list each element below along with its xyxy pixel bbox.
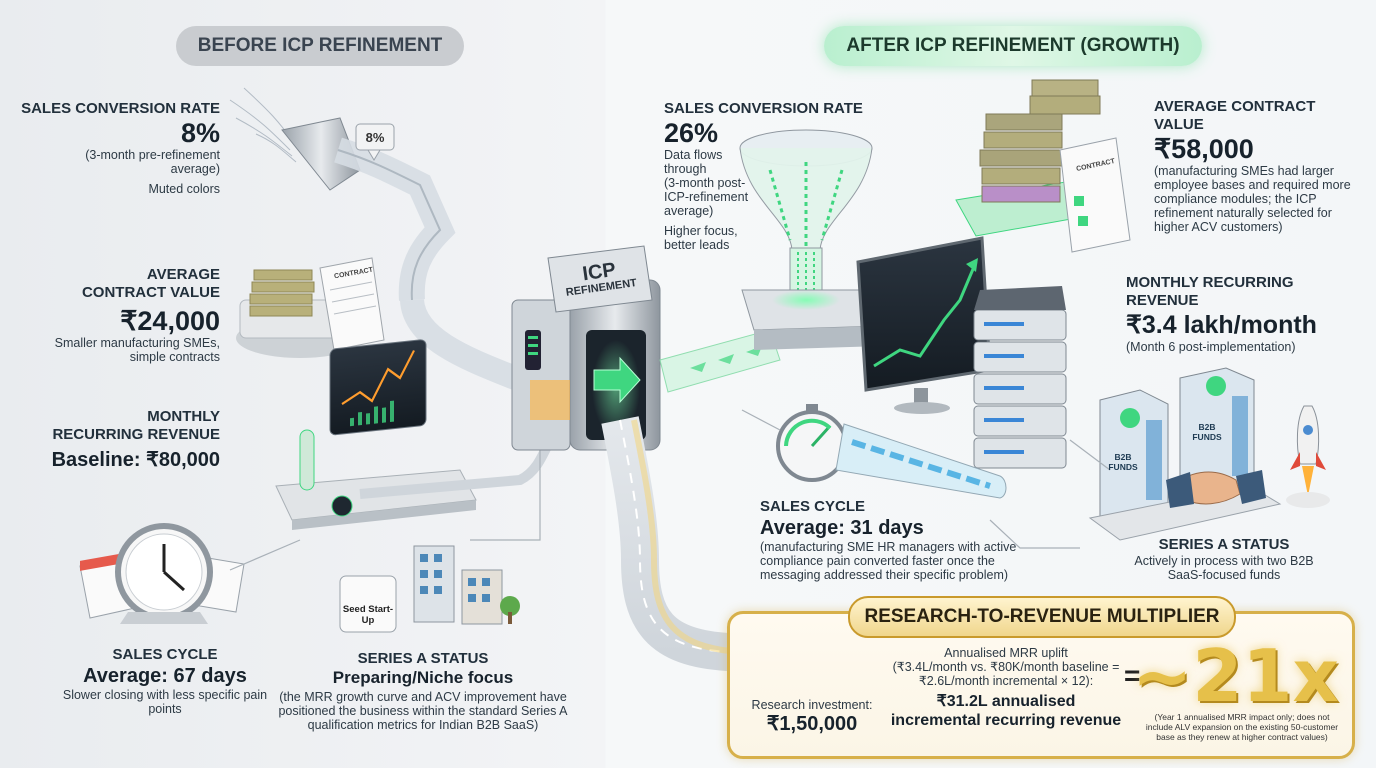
- fund-label-2: B2B FUNDS: [1192, 422, 1222, 442]
- before-mrr: MONTHLY RECURRING REVENUE Baseline: ₹80,…: [20, 408, 220, 472]
- icp-gate-icon: [511, 245, 661, 451]
- after-cycle-label: SALES CYCLE: [760, 498, 866, 515]
- after-conversion-label: SALES CONVERSION RATE: [664, 100, 863, 117]
- after-acv-label: AVERAGE CONTRACT VALUE: [1154, 98, 1316, 133]
- before-acv: AVERAGE CONTRACT VALUE ₹24,000 Smaller m…: [20, 266, 220, 364]
- green-conveyor: [659, 329, 781, 393]
- server-icon: [973, 286, 1067, 469]
- before-header: BEFORE ICP REFINEMENT: [176, 26, 464, 66]
- uplift-value: ₹31.2L annualised incremental recurring …: [890, 693, 1122, 729]
- after-series-note: Actively in process with two B2B SaaS-fo…: [1134, 554, 1314, 582]
- fund-label-1: B2B FUNDS: [1108, 452, 1138, 472]
- before-mrr-label2: RECURRING REVENUE: [52, 426, 220, 443]
- after-acv-value: ₹58,000: [1154, 134, 1254, 164]
- stopwatch-icon: [776, 404, 1007, 499]
- before-cycle-label: SALES CYCLE: [112, 646, 218, 663]
- after-conversion-note2: (3-month post-ICP-refinement average): [664, 176, 749, 218]
- before-acv-label2: CONTRACT VALUE: [81, 284, 220, 301]
- multiplier-title: RESEARCH-TO-REVENUE MULTIPLIER: [848, 596, 1236, 638]
- before-conversion-label: SALES CONVERSION RATE: [21, 100, 220, 117]
- money-stack-right-icon: [955, 79, 1131, 253]
- seed-startup-label: Seed Start-Up: [342, 604, 394, 626]
- equals-sign: =: [1124, 660, 1141, 691]
- investment-block: Research investment: ₹1,50,000: [744, 698, 880, 736]
- before-cycle: SALES CYCLE Average: 67 days Slower clos…: [60, 646, 270, 716]
- after-mrr: MONTHLY RECURRING REVENUE ₹3.4 lakh/mont…: [1126, 274, 1356, 354]
- handshake-icon: [1166, 470, 1266, 508]
- before-series: SERIES A STATUS Preparing/Niche focus (t…: [268, 650, 578, 732]
- funnel-icon: [739, 129, 883, 350]
- investment-label: Research investment:: [751, 698, 873, 712]
- before-conversion: SALES CONVERSION RATE 8% (3-month pre-re…: [20, 100, 220, 196]
- after-mrr-note: (Month 6 post-implementation): [1126, 340, 1296, 354]
- before-mrr-label1: MONTHLY: [147, 408, 220, 425]
- after-header: AFTER ICP REFINEMENT (GROWTH): [824, 26, 1202, 66]
- after-cycle: SALES CYCLE Average: 31 days (manufactur…: [760, 498, 1050, 582]
- after-mrr-value: ₹3.4 lakh/month: [1126, 311, 1317, 339]
- investment-value: ₹1,50,000: [766, 713, 858, 735]
- monitor-chart-icon: [856, 236, 992, 414]
- after-conversion-note1: Data flows through: [664, 148, 723, 176]
- multiplier-result: ~21x: [1132, 634, 1339, 718]
- conversion-bubble-text: 8%: [365, 130, 385, 145]
- fund-building-icon: [1088, 367, 1282, 541]
- building-icon: [339, 545, 520, 633]
- before-cycle-value: Average: 67 days: [83, 665, 247, 687]
- after-series: SERIES A STATUS Actively in process with…: [1124, 536, 1324, 582]
- after-conversion-note3: Higher focus, better leads: [664, 224, 738, 252]
- before-conversion-extra: Muted colors: [148, 182, 220, 196]
- before-acv-note: Smaller manufacturing SMEs, simple contr…: [54, 336, 220, 364]
- uplift-block: Annualised MRR uplift (₹3.4L/month vs. ₹…: [890, 646, 1122, 730]
- rocket-icon: [1286, 405, 1330, 508]
- after-acv: AVERAGE CONTRACT VALUE ₹58,000 (manufact…: [1154, 98, 1364, 234]
- before-acv-label1: AVERAGE: [146, 266, 220, 283]
- after-mrr-label1: MONTHLY RECURRING: [1126, 274, 1294, 291]
- before-cycle-note: Slower closing with less specific pain p…: [62, 688, 268, 716]
- before-series-label: SERIES A STATUS: [357, 650, 489, 667]
- conversion-bubble: [355, 123, 395, 161]
- after-cycle-value: Average: 31 days: [760, 517, 924, 539]
- clock-icon: [79, 523, 245, 624]
- uplift-label: Annualised MRR uplift: [944, 646, 1068, 660]
- after-series-label: SERIES A STATUS: [1158, 536, 1290, 553]
- after-cycle-note: (manufacturing SME HR managers with acti…: [760, 540, 1017, 582]
- before-acv-value: ₹24,000: [120, 306, 220, 336]
- growth-road: [601, 416, 743, 671]
- money-stack-left-icon: [236, 257, 385, 358]
- before-conversion-value: 8%: [180, 118, 220, 148]
- after-conversion-value: 26%: [664, 118, 719, 148]
- before-mrr-value: Baseline: ₹80,000: [51, 449, 220, 471]
- before-series-value: Preparing/Niche focus: [332, 668, 514, 687]
- uplift-formula: (₹3.4L/month vs. ₹80K/month baseline = ₹…: [892, 660, 1120, 688]
- old-funnel-icon: [229, 87, 525, 392]
- after-mrr-label2: REVENUE: [1126, 292, 1199, 309]
- multiplier-footnote: (Year 1 annualised MRR impact only; does…: [1145, 712, 1339, 742]
- after-acv-note: (manufacturing SMEs had larger employee …: [1154, 164, 1351, 234]
- after-conversion: SALES CONVERSION RATE 26% Data flows thr…: [664, 100, 864, 252]
- before-conversion-note: (3-month pre-refinement average): [85, 148, 220, 176]
- before-series-note: (the MRR growth curve and ACV improvemen…: [278, 690, 568, 732]
